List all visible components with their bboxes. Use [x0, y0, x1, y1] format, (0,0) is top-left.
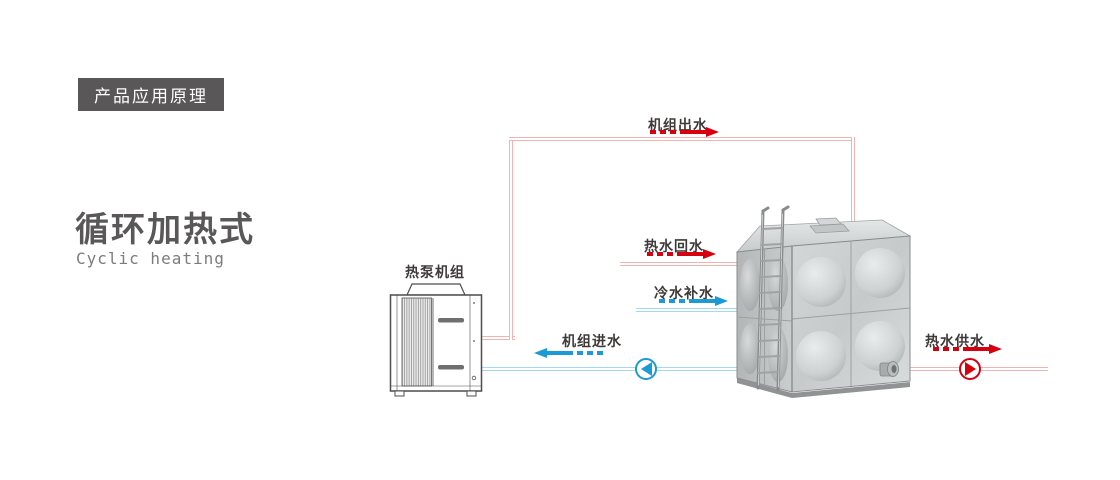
tank-ladder [756, 205, 790, 392]
circulation-pump-icon [635, 358, 657, 380]
heat-pump-foot [466, 390, 477, 397]
unit-outlet-flow-arrow-icon [650, 126, 719, 138]
supply-pump-icon [959, 358, 981, 380]
pipe-unit-inlet [482, 367, 740, 371]
hot-return-flow-arrow-icon [647, 248, 716, 260]
heat-pump-label: 热泵机组 [405, 264, 465, 280]
pipe-label-cold-makeup: 冷水补水 [654, 285, 714, 301]
heat-pump-vent-slot [438, 365, 464, 370]
water-tank-image [736, 205, 912, 398]
heat-pump-grille [401, 297, 432, 387]
page-title: 循环加热式 [75, 211, 255, 249]
heat-pump-top-cap [406, 283, 466, 296]
tank-outlet-fitting [879, 361, 899, 377]
pipe-unit-outlet-segment [509, 137, 855, 141]
pipe-label-unit-outlet: 机组出水 [648, 117, 708, 133]
pipe-unit-outlet-segment [509, 137, 513, 340]
heat-pump-foot [394, 390, 405, 397]
tank-base [737, 378, 910, 398]
unit-inlet-flow-arrow-icon [534, 347, 603, 359]
pipe-cold-makeup [636, 308, 740, 312]
heat-pump-vent-slot [438, 318, 464, 323]
hot-supply-flow-arrow-icon [933, 343, 1002, 355]
heat-pump-unit [389, 283, 483, 397]
pipe-unit-outlet-segment [851, 137, 855, 235]
pipe-hot-return [620, 262, 740, 266]
cold-makeup-flow-arrow-icon [659, 295, 728, 307]
pipe-label-hot-supply: 热水供水 [925, 333, 985, 349]
page-subtitle: Cyclic heating [76, 249, 225, 268]
section-badge: 产品应用原理 [78, 78, 224, 111]
pipe-label-hot-return: 热水回水 [644, 238, 704, 254]
tank-hatch [809, 217, 850, 234]
pipe-label-unit-inlet: 机组进水 [562, 333, 622, 349]
pipe-unit-outlet-segment [482, 336, 515, 340]
